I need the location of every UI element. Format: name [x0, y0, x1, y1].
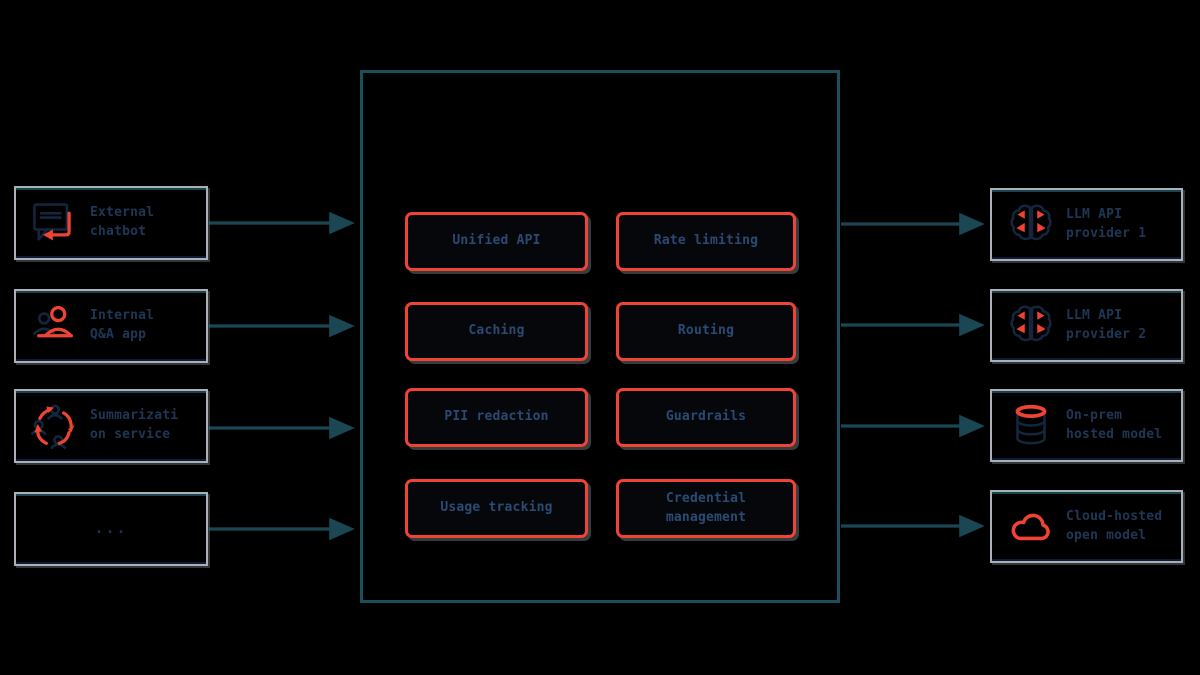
- feature-pii-redaction: PII redaction: [405, 388, 588, 447]
- feature-label: Guardrails: [665, 409, 747, 425]
- feature-label: Routing: [677, 323, 735, 339]
- node-on-prem-hosted-model: On-prem hosted model: [990, 389, 1183, 462]
- brain-icon: [1004, 301, 1058, 351]
- node-label: LLM API provider 2: [1066, 307, 1147, 342]
- feature-label: Usage tracking: [440, 500, 553, 516]
- gateway-box: Unified API Rate limiting Caching Routin…: [360, 70, 840, 603]
- feature-label: Unified API: [452, 233, 541, 249]
- node-summarization-service: Summarization service: [14, 389, 208, 463]
- feature-rate-limiting: Rate limiting: [616, 212, 796, 271]
- feature-credential-management: Credential management: [616, 479, 796, 538]
- database-icon: [1004, 401, 1058, 451]
- node-label: LLM API provider 1: [1066, 206, 1147, 241]
- node-label: On-prem hosted model: [1066, 407, 1163, 442]
- feature-unified-api: Unified API: [405, 212, 588, 271]
- feature-label: PII redaction: [444, 409, 549, 425]
- users-icon: [28, 300, 82, 352]
- node-label: External chatbot: [90, 205, 155, 239]
- people-cycle-icon: [28, 400, 82, 452]
- node-label: Cloud-hosted open model: [1066, 508, 1163, 543]
- node-llm-api-provider-1: LLM API provider 1: [990, 188, 1183, 261]
- cloud-icon: [1004, 502, 1058, 552]
- node-more-apps: ...: [14, 492, 208, 566]
- node-internal-qa-app: Internal Q&A app: [14, 289, 208, 363]
- node-label: ...: [94, 519, 128, 538]
- brain-icon: [1004, 200, 1058, 250]
- node-label: Internal Q&A app: [90, 308, 155, 342]
- feature-label: Credential management: [665, 490, 747, 525]
- feature-usage-tracking: Usage tracking: [405, 479, 588, 538]
- feature-caching: Caching: [405, 302, 588, 361]
- node-llm-api-provider-2: LLM API provider 2: [990, 289, 1183, 362]
- feature-guardrails: Guardrails: [616, 388, 796, 447]
- feature-label: Rate limiting: [653, 233, 759, 249]
- node-cloud-hosted-open-model: Cloud-hosted open model: [990, 490, 1183, 563]
- node-label: Summarization service: [90, 408, 179, 442]
- feature-routing: Routing: [616, 302, 796, 361]
- node-external-chatbot: External chatbot: [14, 186, 208, 260]
- chat-bubble-icon: [28, 197, 82, 249]
- feature-label: Caching: [468, 323, 525, 339]
